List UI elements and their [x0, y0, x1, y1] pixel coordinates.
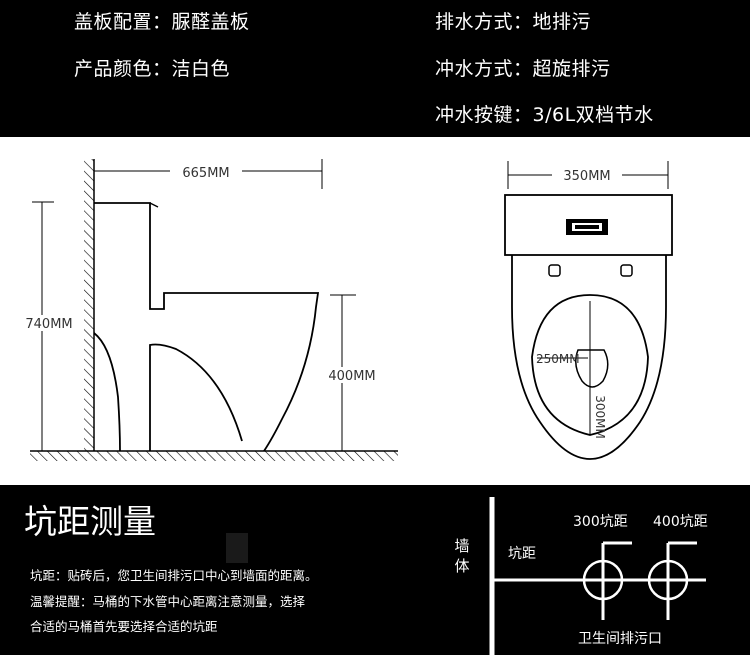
spec-cover: 盖板配置：脲醛盖板 [74, 11, 250, 33]
dim-height: 740MM [25, 317, 72, 332]
dimension-drawings: 665MM 740MM 400MM 350MM [0, 137, 750, 485]
pit-definition: 坑距：贴砖后，您卫生间排污口中心到墙面的距离。 [30, 568, 318, 583]
pit-diagram: 墙 体 坑距 300坑距 400坑距 卫生间排污口 [454, 497, 708, 655]
toilet-trap-curve [149, 343, 243, 451]
toilet-side-outline [94, 202, 320, 452]
drain-outlet [575, 349, 609, 388]
bowl-outline [511, 255, 667, 460]
outlet-label: 卫生间排污口 [578, 631, 662, 647]
spec-color: 产品颜色：洁白色 [74, 58, 231, 80]
dim-outlet-width: 250MM [536, 352, 580, 366]
hinge-left [548, 264, 561, 277]
top-view: 350MM 250MM 300MM [504, 161, 673, 460]
dim-length: 665MM [182, 166, 229, 181]
hinge-right [620, 264, 633, 277]
pit-section: 坑距测量 坑距：贴砖后，您卫生间排污口中心到墙面的距离。 温馨提醒：马桶的下水管… [0, 485, 750, 655]
dim-width: 350MM [563, 169, 610, 184]
decorative-block [226, 533, 248, 563]
wall-hatch [84, 159, 94, 451]
toilet-front-curve [93, 332, 121, 452]
pit-distance-label: 坑距 [508, 546, 536, 562]
wall-label: 墙 [454, 537, 469, 555]
pit-tip-line2: 合适的马桶首先要选择合适的坑距 [30, 619, 218, 634]
spec-drain: 排水方式：地排污 [435, 11, 592, 33]
pit-tip-line1: 温馨提醒：马桶的下水管中心距离注意测量，选择 [30, 594, 306, 609]
dim-seat-height: 400MM [328, 369, 375, 384]
outlet-300-circle [582, 559, 624, 601]
outlet-400-circle [647, 559, 689, 601]
tank [504, 194, 673, 256]
option-300-label: 300坑距 [573, 514, 628, 530]
spec-flush: 冲水方式：超旋排污 [435, 58, 611, 80]
spec-band: 盖板配置：脲醛盖板 产品颜色：洁白色 排水方式：地排污 冲水方式：超旋排污 冲水… [0, 0, 750, 137]
dim-outlet-depth: 300MM [593, 395, 607, 439]
wall-label-2: 体 [454, 557, 469, 575]
floor-hatch [30, 451, 398, 461]
pit-title: 坑距测量 [24, 502, 156, 541]
option-400-label: 400坑距 [653, 514, 708, 530]
side-view: 665MM 740MM 400MM [16, 159, 398, 461]
dimension-diagram: 665MM 740MM 400MM 350MM [16, 159, 673, 461]
spec-button: 冲水按键：3/6L双档节水 [435, 104, 654, 126]
